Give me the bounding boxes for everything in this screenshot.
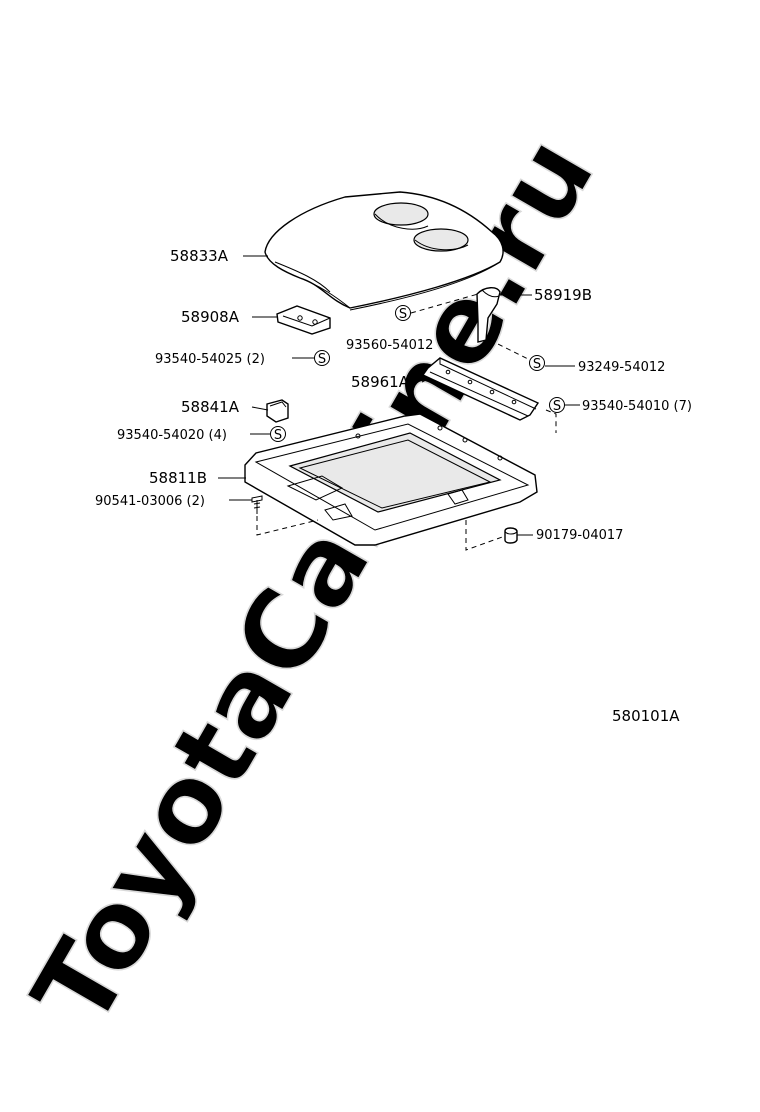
diagram-id: 580101A (612, 707, 680, 725)
screw-symbol-latch: S (314, 350, 330, 367)
label-striker: 58841A (181, 398, 240, 416)
label-striker-screw: 93540-54020 (4) (117, 428, 227, 443)
svg-text:S: S (399, 307, 407, 322)
label-base: 58811B (149, 469, 207, 487)
console-base-part[interactable] (244, 413, 538, 546)
assembly-lines (256, 293, 557, 551)
svg-text:S: S (274, 428, 282, 443)
striker-part[interactable] (266, 399, 289, 423)
nut-part[interactable] (504, 527, 518, 544)
screw-symbol-bracket: S (395, 305, 411, 322)
latch-plate-part[interactable] (276, 305, 331, 335)
label-base-nut: 90179-04017 (536, 528, 623, 543)
console-lid-part[interactable] (264, 191, 504, 311)
label-hinge-base-screw: 93540-54010 (7) (582, 399, 692, 414)
label-hinge-screw: 93249-54012 (578, 360, 665, 375)
label-lid: 58833A (170, 247, 229, 265)
label-bracket-screw: 93560-54012 (346, 338, 433, 353)
bracket-part[interactable] (476, 287, 501, 343)
label-hinge: 58961A (351, 373, 410, 391)
svg-text:S: S (533, 357, 541, 372)
label-bracket: 58919B (534, 286, 592, 304)
screw-symbol-striker: S (270, 426, 286, 443)
svg-text:S: S (553, 399, 561, 414)
label-latch-screw: 93540-54025 (2) (155, 352, 265, 367)
screw-symbol-hinge: S (529, 355, 545, 372)
leader-lines (218, 255, 580, 536)
hinge-part[interactable] (421, 357, 540, 421)
label-base-bolt: 90541-03006 (2) (95, 494, 205, 509)
bolt-part[interactable] (251, 495, 263, 514)
label-latch-plate: 58908A (181, 308, 240, 326)
svg-text:S: S (318, 352, 326, 367)
screw-symbol-hinge-base: S (549, 397, 565, 414)
